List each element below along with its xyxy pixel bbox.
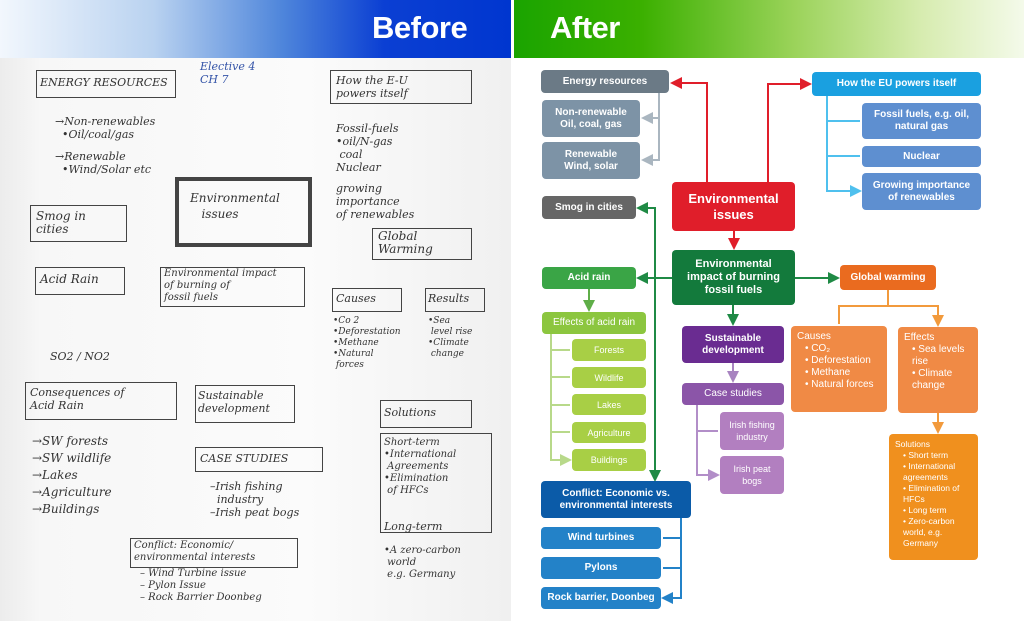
- hw-acid: Acid Rain: [40, 272, 99, 286]
- cause-item: Methane: [805, 367, 874, 379]
- solution-item: Long term: [903, 505, 972, 516]
- hw-global: Global Warming: [378, 229, 433, 256]
- effect-item: Climate change: [912, 368, 972, 392]
- node-smog: Smog in cities: [542, 196, 636, 219]
- node-agriculture: Agriculture: [572, 422, 646, 443]
- effect-item: Sea levels rise: [912, 344, 972, 368]
- node-lakes: Lakes: [572, 394, 646, 415]
- hw-box: [372, 228, 472, 260]
- hw-box: [195, 385, 295, 423]
- hw-cons-list: →SW forests →SW wildlife →Lakes →Agricul…: [32, 434, 112, 516]
- connector: [670, 77, 708, 182]
- node-forests: Forests: [572, 339, 646, 361]
- node-non-renewable: Non-renewable Oil, coal, gas: [542, 100, 640, 137]
- cause-item: Natural forces: [805, 379, 873, 391]
- cause-item: CO₂: [805, 343, 874, 355]
- hw-central: Environmental issues: [190, 191, 280, 221]
- hw-box: [425, 288, 485, 312]
- node-case-studies: Case studies: [682, 383, 784, 405]
- node-causes: Causes CO₂DeforestationMethaneNatural fo…: [791, 326, 887, 412]
- hw-smog: Smog in cities: [36, 209, 86, 236]
- node-energy-resources: Energy resources: [541, 70, 669, 93]
- hw-short: Short-term •International Agreements •El…: [384, 437, 457, 496]
- after-header: After: [514, 0, 1024, 58]
- node-fossil-fuels: Fossil fuels, e.g. oil, natural gas: [862, 103, 981, 139]
- hw-box: [330, 70, 472, 104]
- after-title: After: [550, 10, 620, 45]
- node-sustainable-development: Sustainable development: [682, 326, 784, 363]
- node-renewable: Renewable Wind, solar: [542, 142, 640, 179]
- hw-box: [332, 288, 402, 312]
- hw-impact: Environmental impact of burning of fossi…: [164, 268, 277, 303]
- node-wildlife: Wildlife: [572, 367, 646, 388]
- node-effects-acid-rain: Effects of acid rain: [542, 312, 646, 334]
- hw-conflict: Conflict: Economic/ environmental intere…: [134, 540, 256, 563]
- hw-case-list: –Irish fishing industry –Irish peat bogs: [210, 480, 300, 519]
- hw-renew: →Renewable •Wind/Solar etc: [55, 150, 152, 176]
- hw-so2: SO2 / NO2: [50, 350, 110, 363]
- before-header: Before: [0, 0, 512, 58]
- hw-causes-list: •Co 2 •Deforestation •Methane •Natural f…: [333, 316, 401, 370]
- hw-sustainable: Sustainable development: [198, 389, 270, 415]
- hw-nonrenew: →Non-renewables •Oil/coal/gas: [55, 115, 156, 141]
- hw-solutions: Solutions: [384, 406, 437, 419]
- solution-item: Zero-carbon world, e.g. Germany: [903, 516, 972, 549]
- handwritten-notes-page: [0, 58, 512, 621]
- hw-eu: How the E-U powers itself: [336, 74, 408, 100]
- hw-long: Long-term: [384, 520, 443, 533]
- node-env-impact: Environmental impact of burning fossil f…: [672, 250, 795, 305]
- hw-box: [160, 267, 305, 307]
- hw-conflict-list: – Wind Turbine issue – Pylon Issue – Roc…: [140, 568, 262, 603]
- before-title: Before: [372, 10, 468, 45]
- hw-box: [380, 433, 492, 533]
- hw-box: [195, 447, 323, 472]
- node-environmental-issues: Environmental issues: [672, 182, 795, 231]
- hw-elective: Elective 4 CH 7: [200, 60, 256, 86]
- hw-box: [380, 400, 472, 428]
- causes-title: Causes: [797, 331, 831, 342]
- node-pylons: Pylons: [541, 557, 661, 579]
- hw-fossil: Fossil-fuels •oil/N-gas coal Nuclear: [336, 122, 399, 174]
- cause-item: Deforestation: [805, 355, 874, 367]
- node-buildings: Buildings: [572, 449, 646, 471]
- solutions-title: Solutions: [895, 439, 930, 449]
- hw-central-box: [175, 177, 312, 247]
- node-global-warming: Global warming: [840, 265, 936, 290]
- hw-box: [130, 538, 298, 568]
- solution-item: International agreements: [903, 461, 972, 483]
- hw-results-list: •Sea level rise •Climate change: [428, 316, 473, 359]
- hw-box: [35, 267, 125, 295]
- hw-box: [25, 382, 177, 420]
- hw-energy: ENERGY RESOURCES: [40, 76, 168, 89]
- node-irish-peat: Irish peat bogs: [720, 456, 784, 494]
- node-growing-renewables: Growing importance of renewables: [862, 173, 981, 210]
- hw-box: [36, 70, 176, 98]
- hw-growing: growing importance of renewables: [336, 182, 415, 221]
- hw-consequences: Consequences of Acid Rain: [30, 386, 125, 412]
- solution-item: Short term: [903, 450, 972, 461]
- node-acid-rain: Acid rain: [542, 267, 636, 289]
- hw-case: CASE STUDIES: [200, 452, 289, 465]
- node-solutions: Solutions Short termInternational agreem…: [889, 434, 978, 560]
- node-effects: Effects Sea levels riseClimate change: [898, 327, 978, 413]
- node-rock-barrier: Rock barrier, Doonbeg: [541, 587, 661, 609]
- node-irish-fishing: Irish fishing industry: [720, 412, 784, 450]
- divider: [511, 0, 514, 621]
- hw-long-list: •A zero-carbon world e.g. Germany: [384, 545, 461, 580]
- node-wind-turbines: Wind turbines: [541, 527, 661, 549]
- solution-item: Elimination of HFCs: [903, 483, 972, 505]
- effects-title: Effects: [904, 332, 935, 343]
- node-conflict: Conflict: Economic vs. environmental int…: [541, 481, 691, 518]
- hw-causes: Causes: [336, 292, 376, 305]
- hw-results: Results: [428, 292, 470, 305]
- hw-box: [30, 205, 127, 242]
- node-eu-powers: How the EU powers itself: [812, 72, 981, 96]
- node-nuclear: Nuclear: [862, 146, 981, 167]
